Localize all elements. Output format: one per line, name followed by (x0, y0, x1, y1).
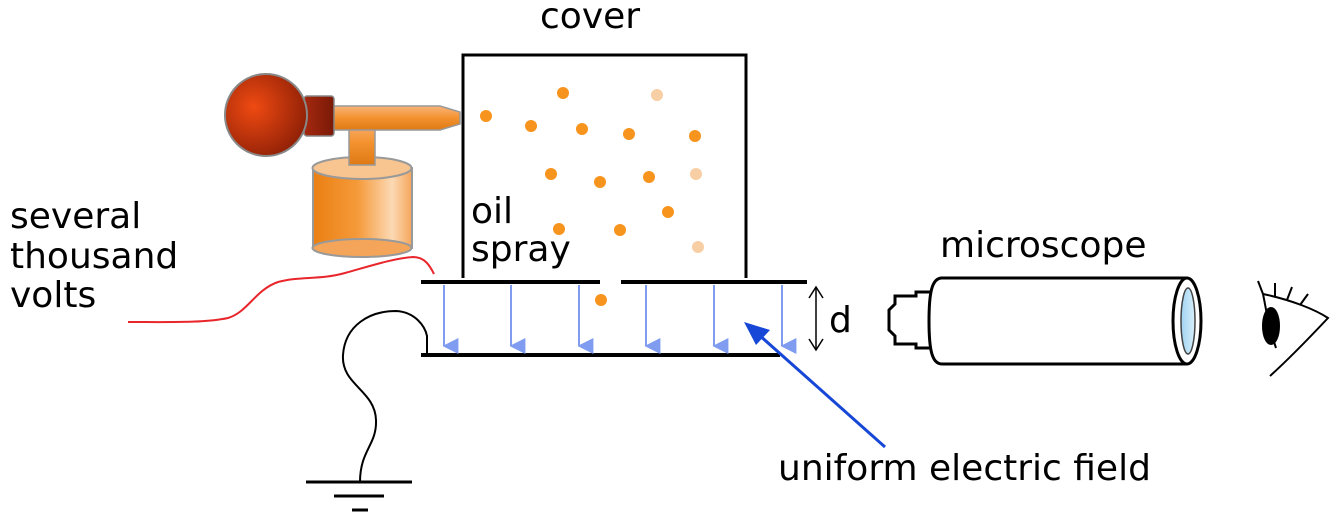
voltage-label-line1: several (10, 196, 141, 237)
droplet (557, 87, 569, 99)
microscope-icon (887, 276, 1203, 366)
voltage-label-line2: thousand (10, 236, 178, 277)
field-pointer-arrow (744, 322, 886, 449)
droplet (623, 128, 635, 140)
atomizer-icon (224, 73, 461, 258)
droplet (690, 168, 702, 180)
cover-box (461, 53, 748, 278)
droplet (692, 241, 704, 253)
droplet (662, 206, 674, 218)
high-voltage-wire (127, 255, 435, 324)
eye-icon (1257, 280, 1330, 377)
spray-label: spray (471, 229, 571, 270)
droplet (643, 171, 655, 183)
droplet (614, 224, 626, 236)
ground-wire (341, 309, 428, 483)
droplet (594, 176, 606, 188)
droplet-between-plates (595, 294, 607, 306)
field-arrows (442, 285, 797, 354)
droplet (545, 168, 557, 180)
oil-droplets (480, 87, 704, 306)
gap-dimension (808, 285, 824, 352)
droplet (576, 123, 588, 135)
oil-label: oil (471, 191, 513, 232)
microscope-label: microscope (940, 225, 1146, 266)
field-label: uniform electric field (778, 448, 1151, 489)
droplet (480, 110, 492, 122)
gap-label: d (829, 300, 852, 341)
droplet (553, 223, 565, 235)
droplet (525, 120, 537, 132)
ground-symbol-icon (306, 480, 412, 512)
cover-label: cover (540, 0, 640, 37)
droplet (651, 89, 663, 101)
voltage-label-line3: volts (10, 275, 96, 316)
droplet (689, 130, 701, 142)
